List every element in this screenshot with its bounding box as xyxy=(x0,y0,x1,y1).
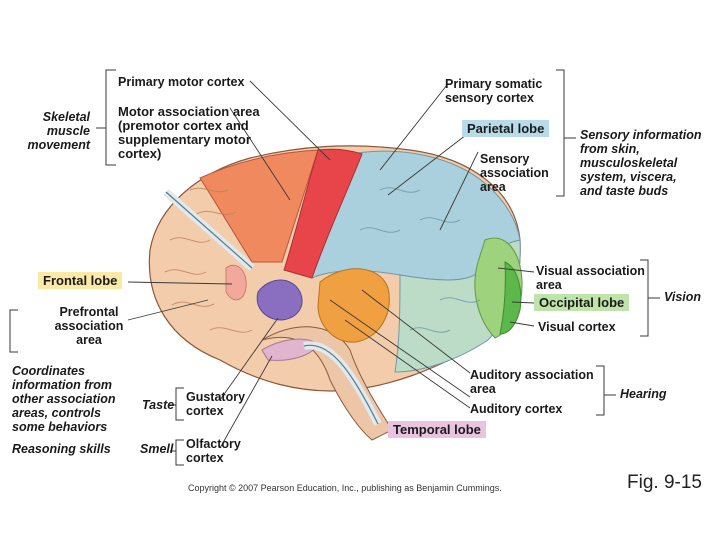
primary-somatic-sensory-cortex-label: Primary somatic sensory cortex xyxy=(445,77,543,105)
auditory-cortex-label: Auditory cortex xyxy=(470,402,563,416)
parietal-lobe-label: Parietal lobe xyxy=(462,120,550,137)
figure-number: Fig. 9-15 xyxy=(627,472,702,493)
copyright-text: Copyright © 2007 Pearson Education, Inc.… xyxy=(188,483,502,493)
motor-association-area-label: Motor association area (premotor cortex … xyxy=(118,104,260,161)
auditory-region xyxy=(317,268,390,343)
frontal-lobe-label: Frontal lobe xyxy=(38,272,123,289)
vision-label: Vision xyxy=(664,290,702,304)
occipital-lobe-label: Occipital lobe xyxy=(534,294,630,311)
sensory-association-area-label: Sensory association area xyxy=(480,152,549,194)
reasoning-skills-label: Reasoning skills xyxy=(12,442,111,456)
visual-association-area-label: Visual association area xyxy=(536,264,645,292)
prefrontal-pink-spot xyxy=(225,264,247,301)
primary-motor-cortex-label: Primary motor cortex xyxy=(118,75,245,89)
skeletal-muscle-movement-label: Skeletal muscle movement xyxy=(27,110,90,152)
temporal-lobe-label: Temporal lobe xyxy=(388,421,486,438)
smell-label: Smell xyxy=(140,442,174,456)
prefrontal-association-area-label: Prefrontal association area xyxy=(54,305,124,347)
visual-cortex-region xyxy=(499,261,522,335)
sensory-information-label: Sensory information from skin, musculosk… xyxy=(580,128,702,198)
gustatory-cortex-label: Gustatory cortex xyxy=(186,390,246,418)
brain xyxy=(148,145,523,441)
brackets xyxy=(9,69,660,466)
leader-lines xyxy=(127,80,535,449)
premotor-region xyxy=(199,149,319,263)
auditory-association-area-label: Auditory association area xyxy=(470,368,594,396)
coordinates-information-label: Coordinates information from other assoc… xyxy=(12,364,116,434)
gustatory-region xyxy=(256,279,303,321)
motor-region xyxy=(283,148,363,279)
taste-label: Taste xyxy=(142,398,175,412)
olfactory-cortex-label: Olfactory cortex xyxy=(186,437,241,465)
visual-cortex-label: Visual cortex xyxy=(538,320,616,334)
hearing-label: Hearing xyxy=(620,387,667,401)
